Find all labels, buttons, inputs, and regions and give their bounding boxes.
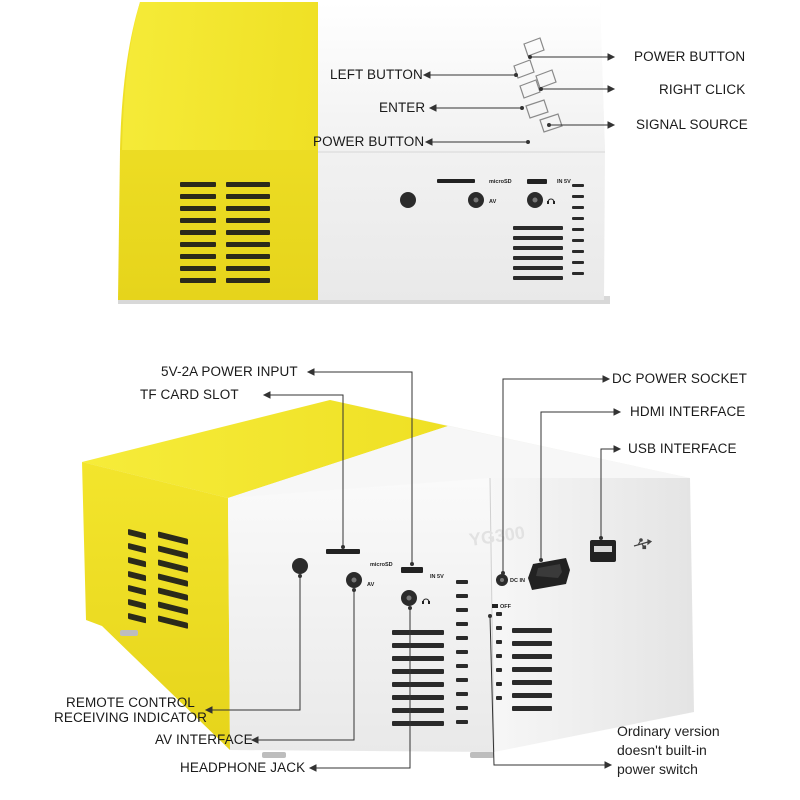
label-power-button-right: POWER BUTTON (634, 49, 746, 64)
label-headphone-jack: HEADPHONE JACK (180, 760, 306, 775)
power-button-key (523, 37, 545, 57)
top-white-vents (513, 184, 584, 280)
label-remote-control-line1: REMOTE CONTROL (66, 695, 195, 710)
top-leader-lines (422, 53, 616, 146)
power-key (525, 99, 549, 119)
note-power-switch: Ordinary version doesn't built-in power … (617, 722, 720, 779)
bottom-yellow-vents (128, 529, 188, 629)
off-mark: OFF (500, 604, 512, 610)
note-line-1: Ordinary version (617, 723, 720, 739)
bottom-leader-lines (204, 368, 622, 772)
top-yellow-vents (180, 182, 270, 283)
headphone-icon (422, 598, 430, 604)
top-ports: microSD IN 5V AV (400, 179, 571, 208)
top-projector: microSD IN 5V AV (118, 2, 610, 304)
top-av-mark: AV (489, 199, 497, 205)
label-left-button: LEFT BUTTON (330, 67, 423, 82)
enter-key (519, 79, 541, 99)
label-dc-power-socket: DC POWER SOCKET (612, 371, 748, 386)
usb-power-port (527, 179, 547, 184)
bottom-white-front (228, 478, 494, 752)
headphone-icon (547, 198, 555, 204)
bottom-yellow-front (82, 462, 230, 750)
note-line-2: doesn't built-in (617, 742, 707, 758)
bottom-front-ports: microSD IN 5V AV (292, 549, 444, 606)
bottom-ir-receiver (292, 558, 308, 574)
top-microsd-mark: microSD (489, 179, 512, 185)
dc-in-mark: DC IN (510, 578, 525, 584)
label-remote-control-line2: RECEIVING INDICATOR (54, 710, 207, 725)
label-enter: ENTER (379, 100, 426, 115)
label-usb-interface: USB INTERFACE (628, 441, 737, 456)
label-power-input: 5V-2A POWER INPUT (161, 364, 298, 379)
bottom-av-mark: AV (367, 582, 375, 588)
bottom-microsd-mark: microSD (370, 562, 393, 568)
label-signal-source: SIGNAL SOURCE (636, 117, 748, 132)
usb-icon (633, 538, 653, 550)
note-line-3: power switch (617, 761, 698, 777)
ir-receiver (400, 192, 416, 208)
label-tf-card-slot: TF CARD SLOT (140, 387, 239, 402)
label-right-click: RIGHT CLICK (659, 82, 746, 97)
label-av-interface: AV INTERFACE (155, 732, 253, 747)
top-in5v-mark: IN 5V (557, 179, 571, 185)
label-power-button-left: POWER BUTTON (313, 134, 425, 149)
bottom-side-vents (496, 612, 552, 711)
bottom-side-ports: DC IN OFF (492, 538, 653, 610)
bottom-in5v-mark: IN 5V (430, 574, 444, 580)
right-click-key (535, 69, 557, 89)
label-hdmi-interface: HDMI INTERFACE (630, 404, 746, 419)
bottom-white-vents (392, 580, 468, 726)
bottom-microsd-slot (326, 549, 360, 554)
bottom-usb-power-port (401, 567, 423, 573)
signal-source-key (539, 113, 563, 133)
microsd-slot (437, 179, 475, 183)
